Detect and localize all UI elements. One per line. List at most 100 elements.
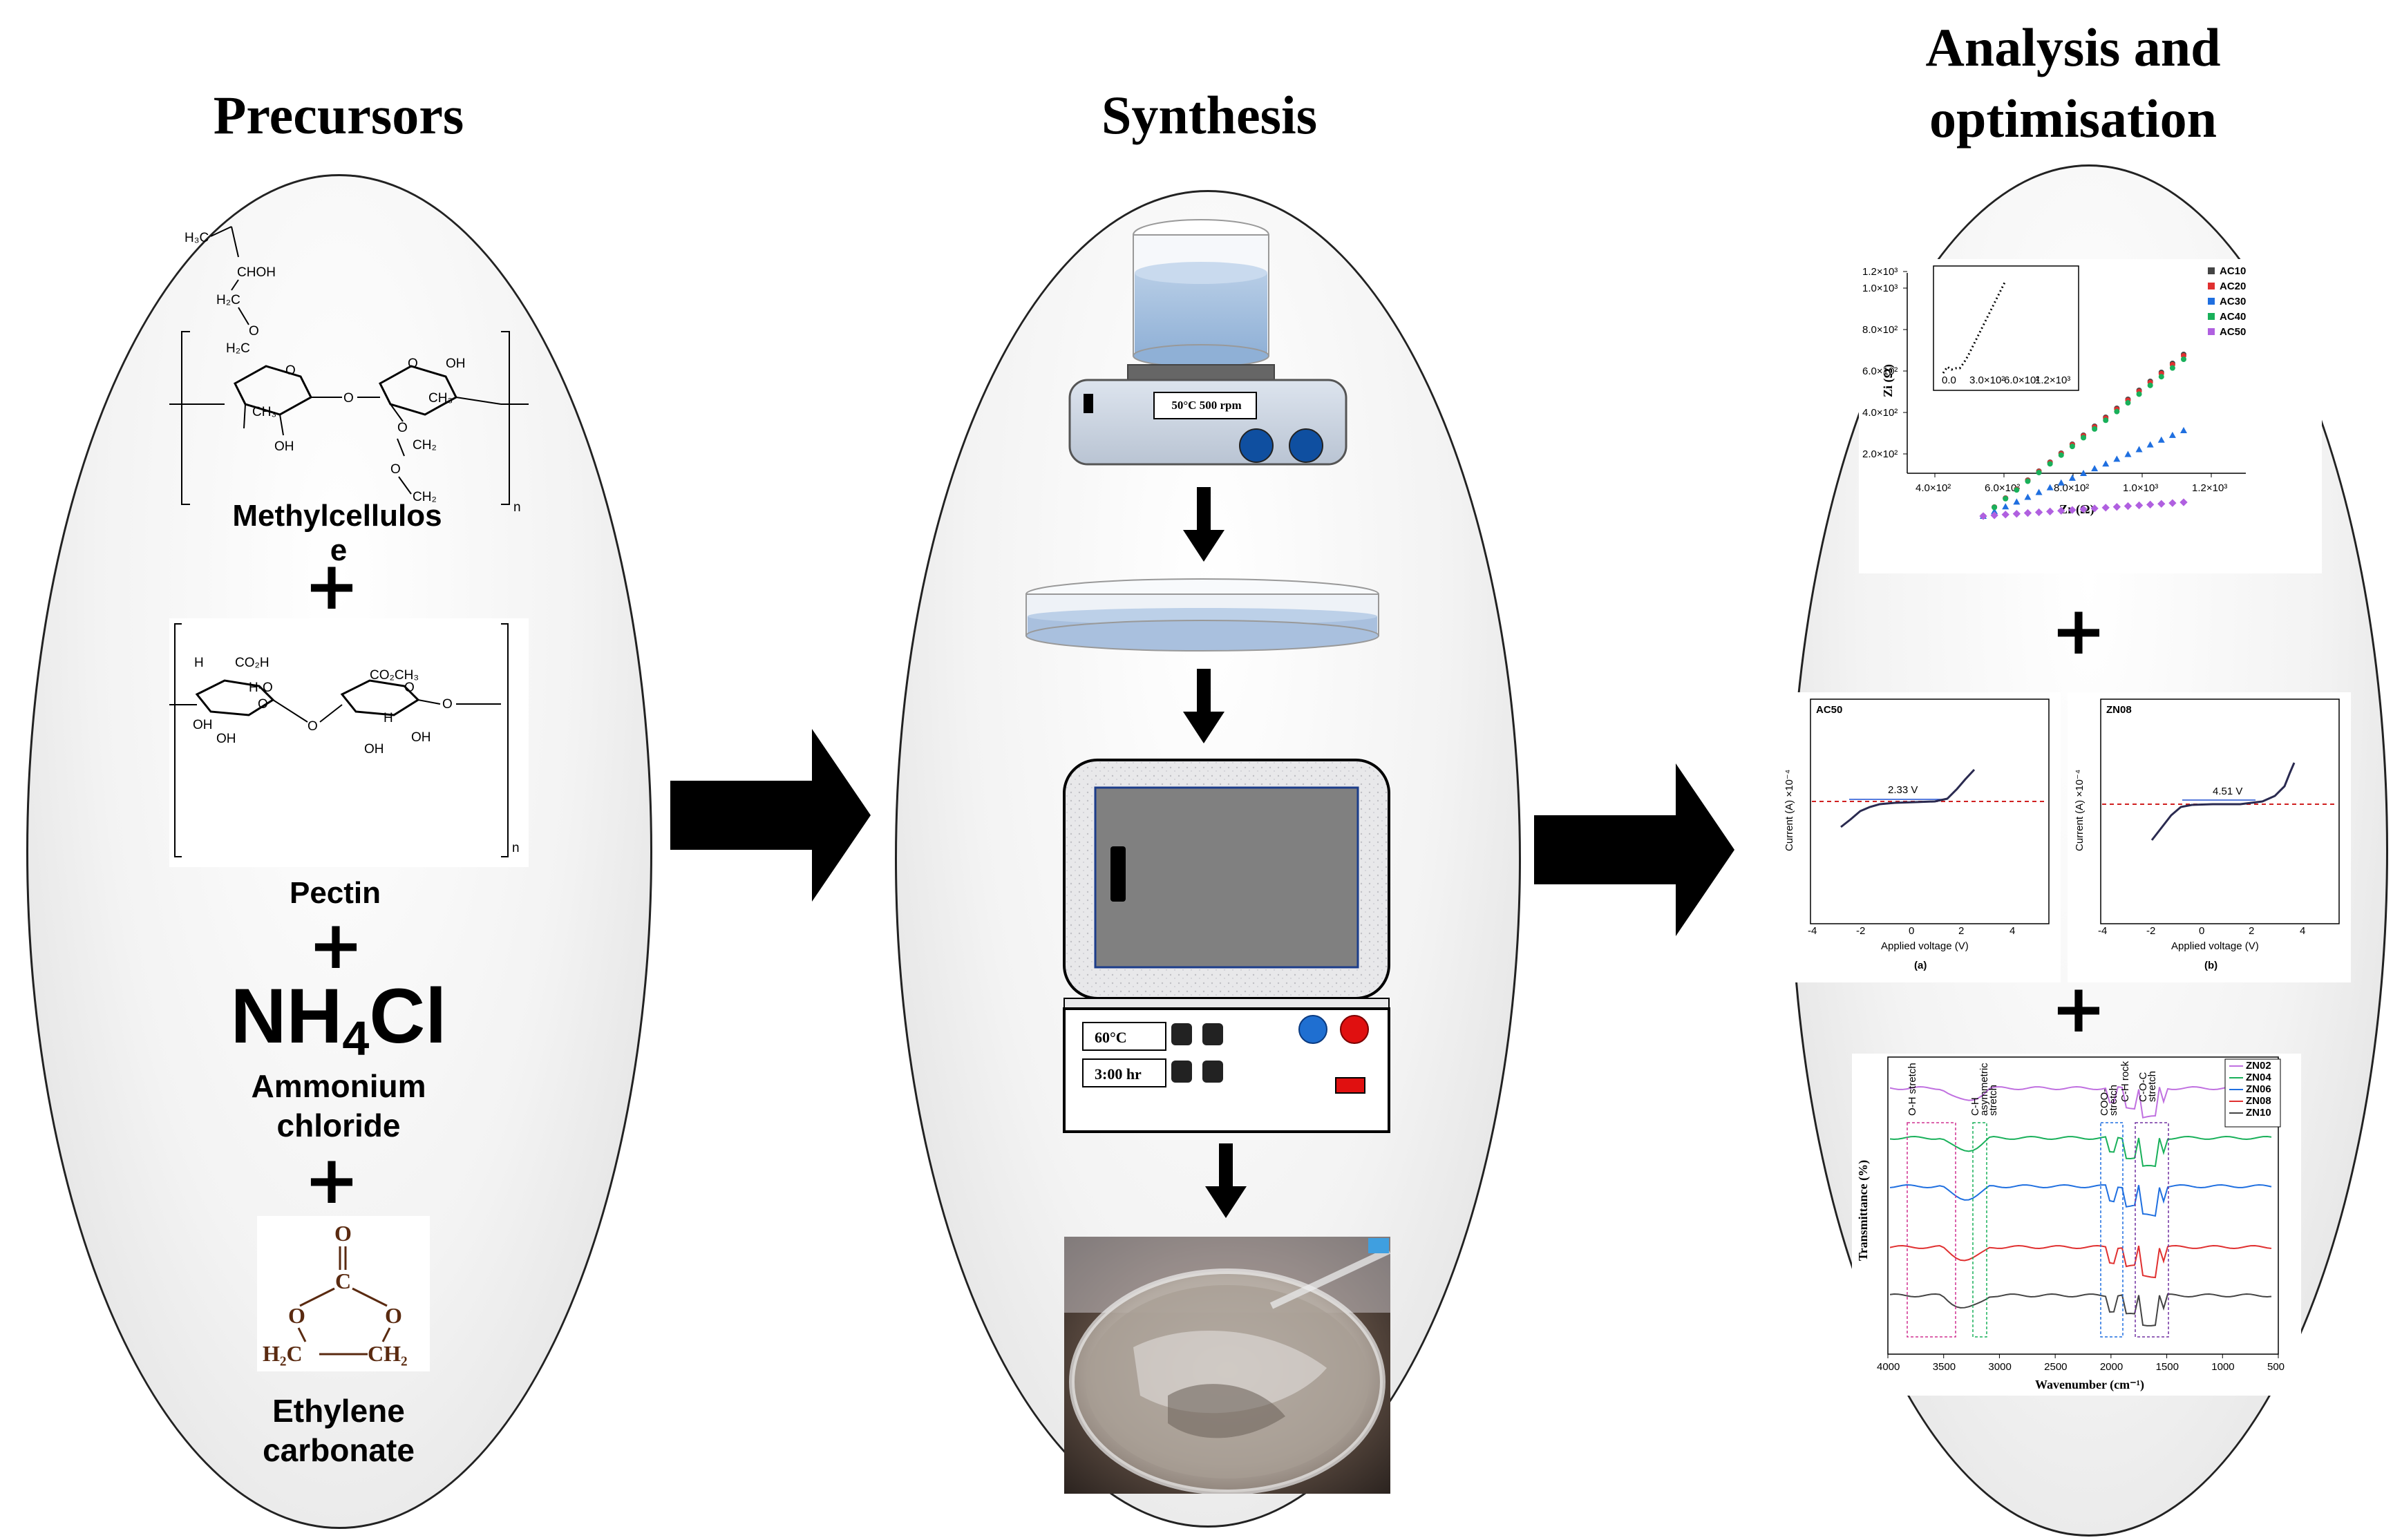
svg-text:CH₂: CH₂ bbox=[413, 490, 437, 504]
svg-text:CH₂: CH₂ bbox=[368, 1341, 408, 1366]
arrow-down-icon bbox=[1205, 1143, 1247, 1218]
ftir-series-line bbox=[1889, 1293, 2272, 1327]
lsv-b-xlabel: Applied voltage (V) bbox=[2171, 940, 2259, 952]
impedance-point bbox=[1979, 512, 1987, 520]
svg-text:O: O bbox=[397, 421, 408, 435]
ftir-x-tick: 500 bbox=[2267, 1361, 2285, 1373]
nh4cl-formula-cl: Cl bbox=[369, 973, 447, 1059]
oven-icon bbox=[1063, 759, 1390, 1133]
impedance-point bbox=[2158, 374, 2164, 380]
oven-time-display: 3:00 hr bbox=[1095, 1065, 1142, 1083]
methylcellulose-label-wrap: e bbox=[330, 533, 348, 567]
impedance-point bbox=[2057, 506, 2065, 515]
methylcellulose-label: Methylcellulos bbox=[232, 499, 442, 533]
plus-icon: + bbox=[308, 906, 364, 984]
svg-text:O: O bbox=[442, 697, 453, 712]
impedance-point bbox=[2114, 408, 2120, 415]
svg-text:C-H rock: C-H rock bbox=[2119, 1061, 2131, 1102]
chloride-label: chloride bbox=[276, 1108, 401, 1143]
svg-text:O: O bbox=[334, 1221, 352, 1246]
impedance-legend-label: AC30 bbox=[2220, 296, 2246, 307]
ftir-x-tick: 3500 bbox=[1933, 1361, 1956, 1373]
impedance-point bbox=[2079, 505, 2088, 513]
impedance-point bbox=[2147, 382, 2153, 388]
svg-text:CHOH: CHOH bbox=[237, 265, 276, 280]
plus-icon: + bbox=[303, 1141, 360, 1219]
lsv-a-ylabel: Current (A) ×10⁻⁴ bbox=[1784, 770, 1795, 851]
synthesis-title: Synthesis bbox=[1101, 85, 1318, 145]
impedance-legend-label: AC40 bbox=[2220, 311, 2246, 323]
impedance-point bbox=[2080, 470, 2087, 476]
impedance-point bbox=[2157, 436, 2165, 443]
impedance-point bbox=[2169, 365, 2175, 371]
impedance-legend-label: AC50 bbox=[2220, 326, 2246, 338]
impedance-point bbox=[2103, 417, 2109, 424]
impedance-point bbox=[2113, 455, 2121, 462]
ftir-legend-label: ZN02 bbox=[2246, 1060, 2271, 1072]
impedance-point bbox=[2035, 488, 2043, 495]
nh4cl-formula: NH4Cl bbox=[207, 978, 470, 1063]
ftir-legend-label: ZN08 bbox=[2246, 1095, 2271, 1107]
impedance-x-tick: 1.2×10³ bbox=[2192, 482, 2227, 494]
impedance-y-tick: 2.0×10² bbox=[1862, 448, 1898, 460]
svg-text:O: O bbox=[308, 719, 318, 734]
impedance-point bbox=[2001, 511, 2009, 519]
svg-text:0: 0 bbox=[1909, 925, 1914, 937]
ethylene-carbonate-structure: O C O O H₂C CH₂ bbox=[257, 1216, 430, 1371]
ftir-legend-label: ZN04 bbox=[2246, 1072, 2271, 1083]
precursors-title: Precursors bbox=[213, 85, 464, 145]
lsv-b-caption: (b) bbox=[2204, 960, 2217, 971]
svg-text:H₂C: H₂C bbox=[263, 1341, 303, 1366]
impedance-point bbox=[2068, 474, 2076, 481]
impedance-point bbox=[2136, 391, 2142, 397]
impedance-point bbox=[2125, 400, 2131, 406]
svg-text:O: O bbox=[404, 681, 415, 695]
svg-text:C-H: C-H bbox=[1969, 1097, 1981, 1116]
svg-text:H₃C: H₃C bbox=[185, 231, 209, 245]
electrolyte-film-photo bbox=[1064, 1237, 1390, 1494]
svg-text:OH: OH bbox=[411, 730, 431, 745]
impedance-ylabel: Zi (Ω) bbox=[1881, 364, 1895, 397]
svg-text:-2: -2 bbox=[2146, 925, 2155, 937]
impedance-legend-marker bbox=[2208, 328, 2215, 335]
lsv-a-caption: (a) bbox=[1914, 960, 1927, 971]
ftir-x-tick: 1500 bbox=[2156, 1361, 2179, 1373]
ftir-ylabel: Transmittance (%) bbox=[1856, 1160, 1871, 1261]
ftir-legend-label: ZN06 bbox=[2246, 1083, 2271, 1095]
impedance-point bbox=[2146, 441, 2154, 448]
lsv-plot-a: AC50 2.33 V -4 -2 0 2 4 Applied voltage … bbox=[1777, 692, 2061, 982]
impedance-point bbox=[2090, 504, 2099, 513]
impedance-point bbox=[2091, 465, 2099, 472]
svg-text:0: 0 bbox=[2199, 925, 2204, 937]
svg-text:O: O bbox=[385, 1303, 402, 1328]
impedance-x-tick: 1.0×10³ bbox=[2123, 482, 2158, 494]
impedance-point bbox=[2101, 504, 2110, 512]
svg-text:O: O bbox=[343, 391, 354, 406]
svg-text:stretch: stretch bbox=[2108, 1085, 2119, 1116]
lsv-plot-b: ZN08 4.51 V -4 -2 0 2 4 Applied voltage … bbox=[2068, 692, 2351, 982]
oven-temp-display: 60°C bbox=[1095, 1029, 1127, 1046]
impedance-point bbox=[2102, 460, 2110, 467]
lsv-b-ylabel: Current (A) ×10⁻⁴ bbox=[2074, 770, 2086, 851]
impedance-point bbox=[2057, 479, 2065, 486]
impedance-legend-marker bbox=[2208, 267, 2215, 274]
impedance-legend-label: AC20 bbox=[2220, 281, 2246, 292]
impedance-point bbox=[1990, 511, 1998, 520]
impedance-y-tick: 8.0×10² bbox=[1862, 324, 1898, 336]
arrow-right-icon bbox=[670, 729, 871, 902]
ftir-x-tick: 4000 bbox=[1877, 1361, 1900, 1373]
impedance-point bbox=[2058, 452, 2064, 458]
lsv-a-xlabel: Applied voltage (V) bbox=[1881, 940, 1969, 952]
impedance-point bbox=[2168, 431, 2176, 438]
svg-text:O: O bbox=[285, 363, 296, 378]
ftir-series-line bbox=[1889, 1183, 2272, 1217]
svg-text:O: O bbox=[390, 462, 401, 477]
impedance-point bbox=[2069, 444, 2075, 450]
impedance-xlabel: Zr (Ω) bbox=[2059, 502, 2094, 517]
impedance-y-tick: 1.2×10³ bbox=[1862, 266, 1898, 278]
stirrer-display: 50°C 500 rpm bbox=[1171, 399, 1242, 412]
impedance-point bbox=[2046, 484, 2054, 491]
svg-text:O: O bbox=[408, 357, 418, 371]
svg-text:4: 4 bbox=[2009, 925, 2015, 937]
